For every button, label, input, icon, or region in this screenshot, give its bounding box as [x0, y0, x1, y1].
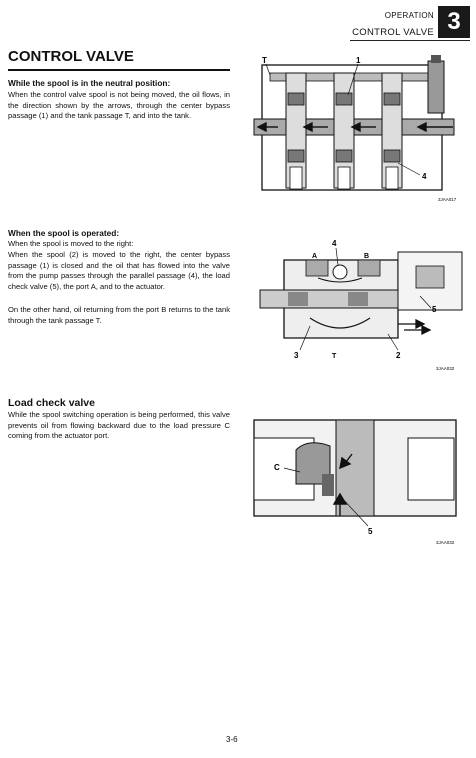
figure-neutral-position: T 1 4 3JAA017	[248, 55, 470, 205]
load-check-body: While the spool switching operation is b…	[8, 410, 230, 440]
load-check-heading: Load check valve	[8, 397, 95, 409]
fig1-label-1: 1	[356, 56, 361, 65]
header-divider	[350, 40, 470, 41]
fig2-label-5: 5	[432, 305, 437, 314]
chapter-number-badge: 3	[438, 6, 470, 38]
figure-load-check-valve: C 5 3JAA032	[248, 416, 470, 551]
fig2-label-3: 3	[294, 351, 299, 360]
fig3-label-5: 5	[368, 527, 373, 536]
page-title: CONTROL VALVE	[8, 48, 134, 65]
header-section: OPERATION	[384, 11, 434, 20]
fig3-code: 3JAA032	[436, 540, 455, 545]
fig2-label-t: T	[332, 353, 337, 360]
fig2-label-4: 4	[332, 239, 337, 248]
operated-body1: When the spool (2) is moved to the right…	[8, 250, 230, 291]
fig2-label-b: B	[364, 253, 369, 260]
fig2-label-2: 2	[396, 351, 401, 360]
header-chapter-title: CONTROL VALVE	[352, 27, 434, 38]
fig1-label-4: 4	[422, 172, 427, 181]
neutral-body: When the control valve spool is not bein…	[8, 90, 230, 120]
fig1-label-t: T	[262, 56, 267, 65]
fig3-label-c: C	[274, 463, 280, 472]
fig2-label-a: A	[312, 253, 317, 260]
operated-line1: When the spool is moved to the right:	[8, 239, 134, 248]
fig1-code: 3JAA017	[438, 197, 457, 202]
page-number: 3-6	[226, 735, 238, 744]
title-underline	[8, 69, 230, 71]
figure-spool-operated: 4 A B 5 3 T 2 3JAA032	[248, 238, 470, 378]
neutral-heading: While the spool is in the neutral positi…	[8, 78, 171, 88]
operated-body2: On the other hand, oil returning from th…	[8, 305, 230, 325]
operated-heading: When the spool is operated:	[8, 228, 120, 238]
fig2-code: 3JAA032	[436, 366, 455, 371]
